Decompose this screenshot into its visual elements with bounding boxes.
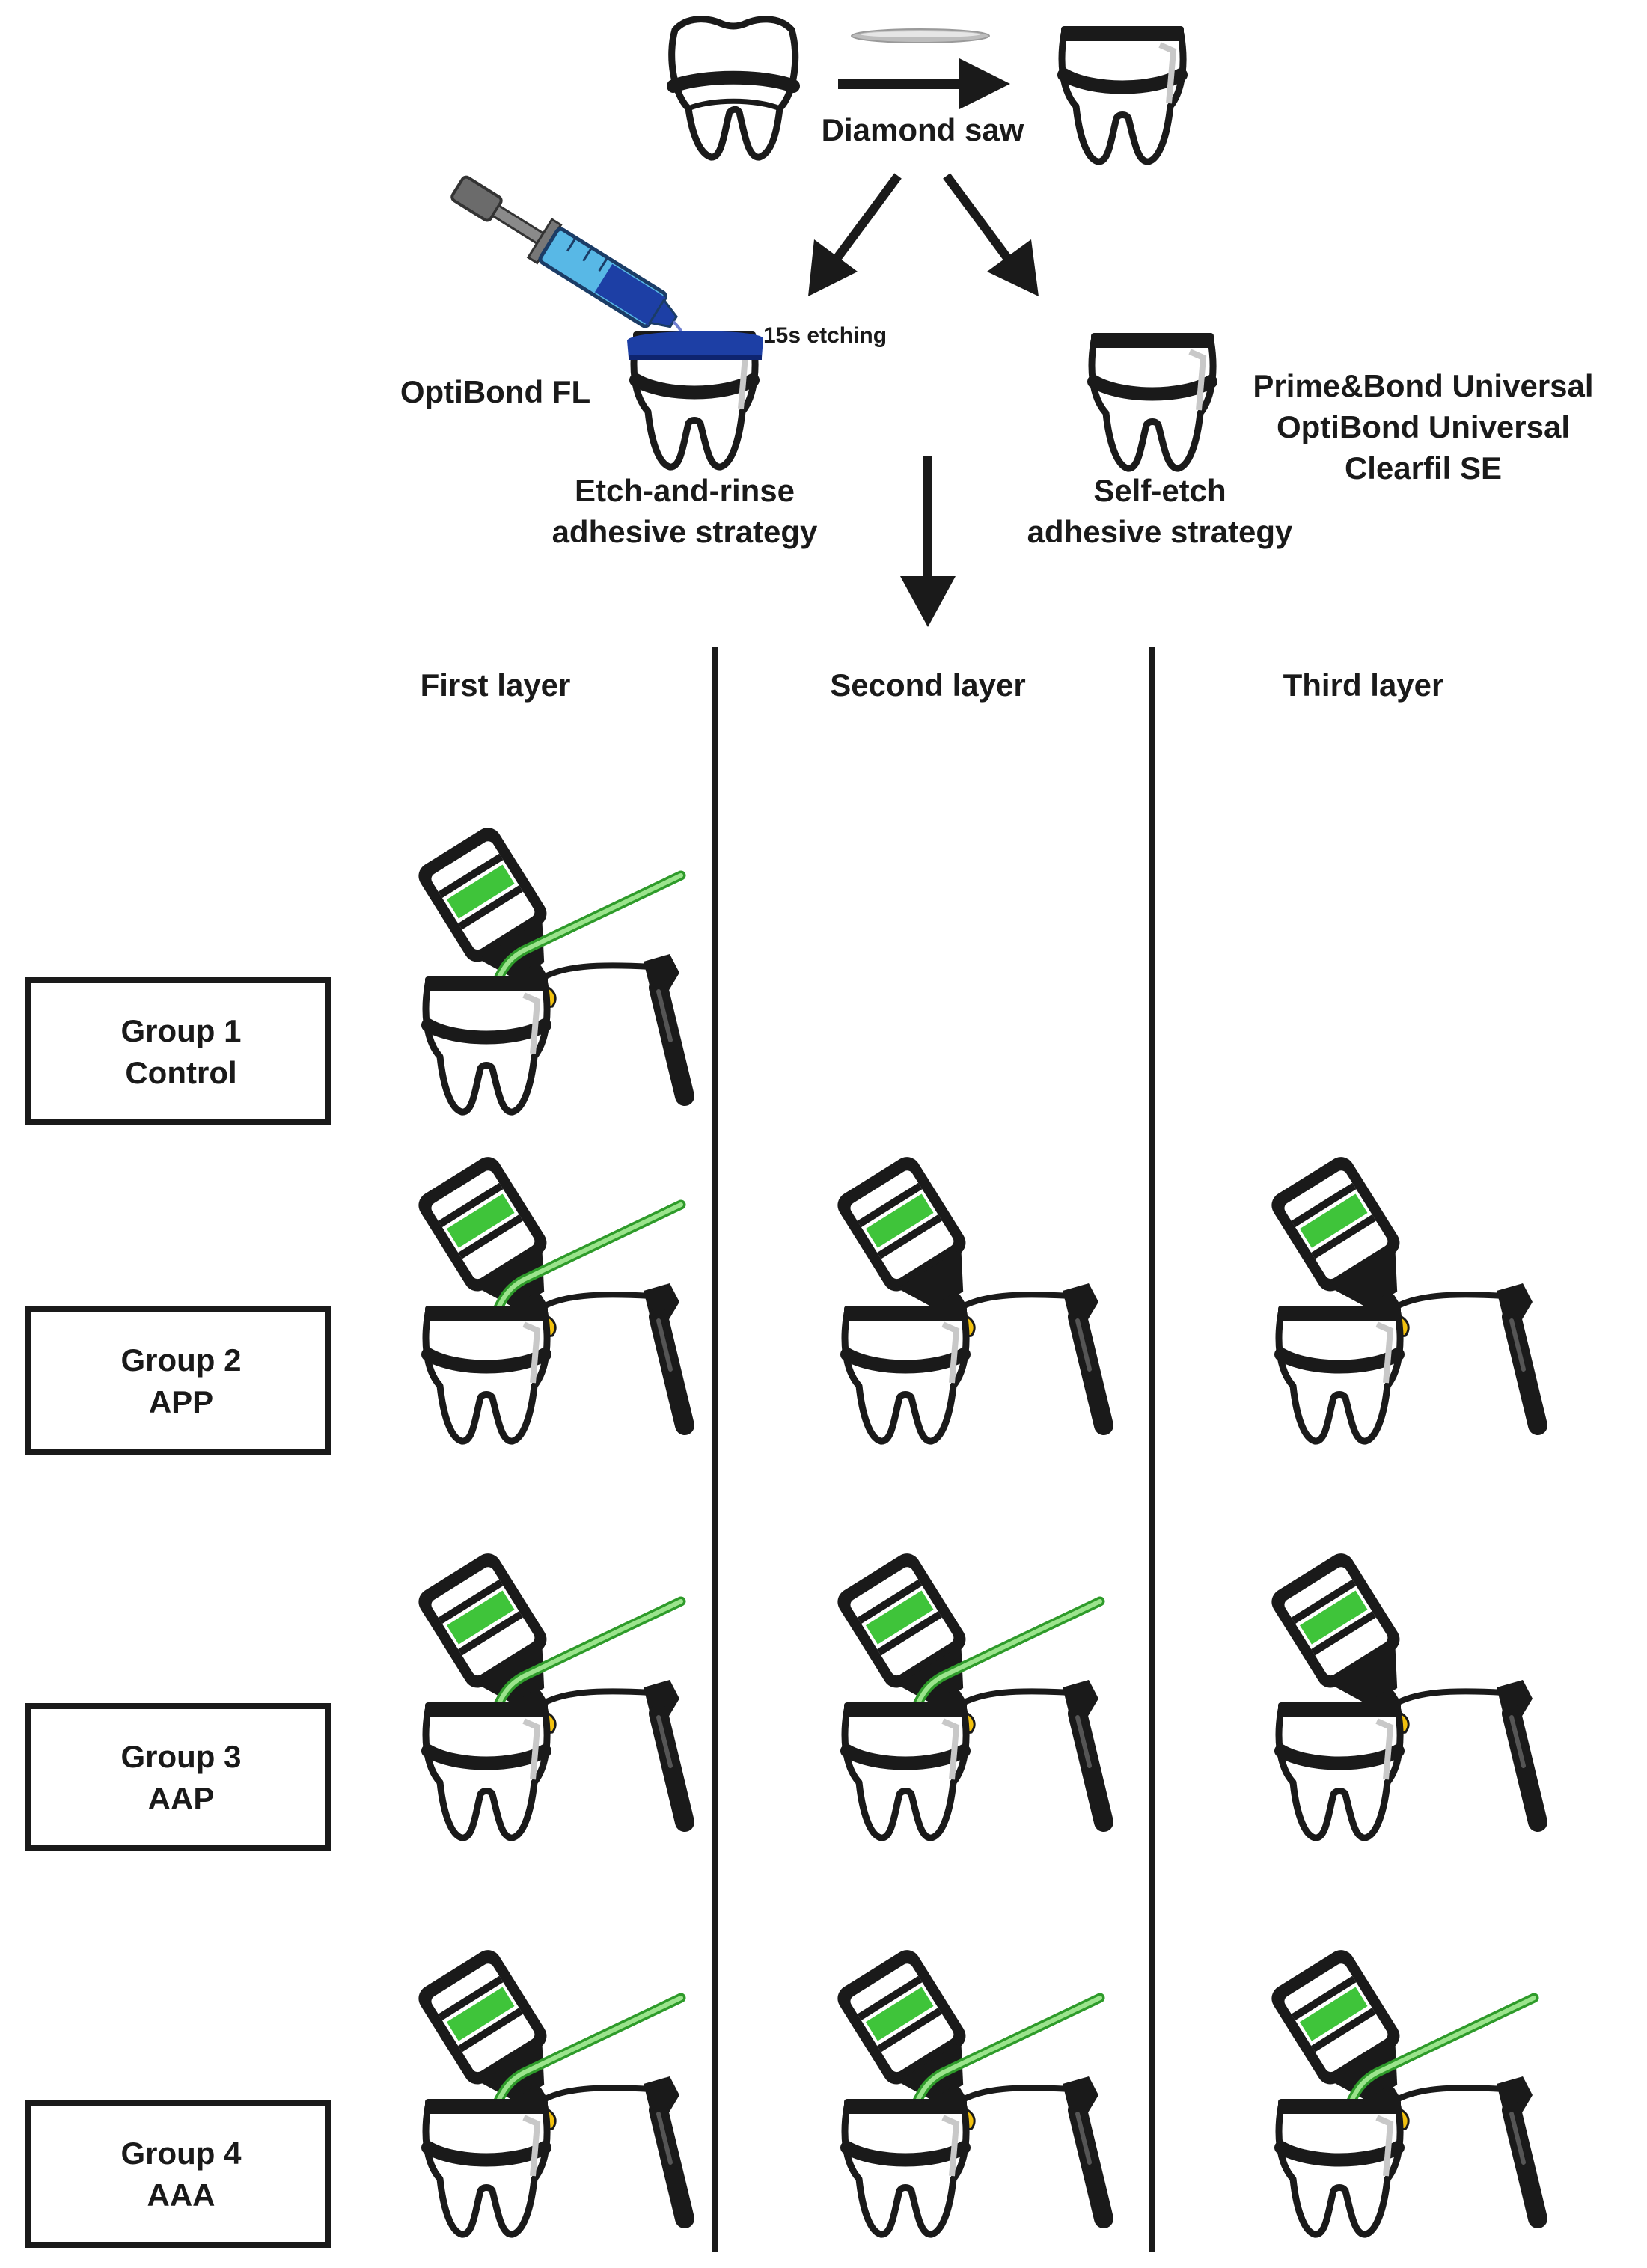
cut-tooth-icon	[1061, 26, 1184, 162]
group-label-line1: Group 4	[120, 2136, 242, 2171]
etching-time-label: 15s etching	[763, 323, 887, 348]
self-etch-adhesive-1: Prime&Bond Universal	[1253, 368, 1593, 403]
group-row: Group 3 AAP	[25, 1547, 1538, 1851]
self-etch-tooth-icon	[1091, 333, 1214, 468]
group-label-line2: APP	[149, 1384, 213, 1419]
layer-application-cell	[1265, 1150, 1538, 1441]
tooth-icon	[1278, 2099, 1401, 2234]
tooth-icon	[844, 1702, 967, 1838]
layer-application-cell	[1265, 1547, 1538, 1838]
curing-light-icon	[958, 1283, 1104, 1425]
self-etch-adhesive-3: Clearfil SE	[1345, 450, 1502, 486]
layer-application-cell	[831, 1150, 1104, 1441]
tooth-icon	[425, 1702, 548, 1838]
tooth-icon	[844, 2099, 967, 2234]
arrow-to-groups	[900, 456, 956, 627]
tooth-icon	[1278, 1306, 1401, 1441]
curing-light-icon	[539, 2076, 685, 2219]
arrow-to-etch-and-rinse	[808, 173, 902, 296]
group-label-line1: Group 1	[120, 1013, 241, 1048]
diamond-disc-icon	[851, 28, 990, 43]
group-label-box: Group 1 Control	[25, 977, 331, 1125]
syringe-icon	[450, 175, 687, 367]
tooth-icon	[425, 2099, 548, 2234]
column-header-first-layer: First layer	[421, 667, 571, 703]
curing-light-icon	[539, 1283, 685, 1425]
group-row: Group 2 APP	[25, 1150, 1538, 1455]
group-label-line1: Group 2	[120, 1342, 241, 1378]
curing-light-icon	[958, 1680, 1104, 1822]
self-etch-adhesive-2: OptiBond Universal	[1277, 409, 1570, 444]
tooth-icon	[425, 976, 548, 1112]
layer-application-cell	[412, 1943, 685, 2234]
layer-application-cell	[412, 1547, 685, 1838]
tooth-icon	[844, 1306, 967, 1441]
etch-rinse-adhesive-label: OptiBond FL	[400, 374, 590, 409]
self-etch-strategy-line2: adhesive strategy	[1027, 514, 1293, 549]
curing-light-icon	[1392, 2076, 1538, 2219]
group-label-line1: Group 3	[120, 1739, 241, 1774]
curing-light-icon	[539, 954, 685, 1096]
curing-light-icon	[958, 2076, 1104, 2219]
etch-rinse-strategy-line2: adhesive strategy	[552, 514, 818, 549]
etch-rinse-strategy-line1: Etch-and-rinse	[575, 473, 795, 508]
diamond-saw-label: Diamond saw	[822, 112, 1024, 147]
layer-application-cell	[831, 1943, 1104, 2234]
column-header-second-layer: Second layer	[830, 667, 1025, 703]
layer-application-cell	[1265, 1943, 1538, 2234]
saw-arrow	[838, 58, 1010, 109]
layer-application-cell	[412, 821, 685, 1112]
curing-light-icon	[1392, 1680, 1538, 1822]
self-etch-strategy-line1: Self-etch	[1093, 473, 1226, 508]
intact-tooth-icon	[672, 19, 795, 157]
layer-application-cell	[831, 1547, 1104, 1838]
arrow-to-self-etch	[943, 173, 1039, 296]
tooth-icon	[1278, 1702, 1401, 1838]
group-label-line2: Control	[125, 1055, 236, 1090]
tooth-icon	[425, 1306, 548, 1441]
group-label-line2: AAA	[147, 2177, 216, 2213]
group-row: Group 1 Control	[25, 821, 685, 1125]
group-label-line2: AAP	[148, 1781, 215, 1816]
layer-application-cell	[412, 1150, 685, 1441]
group-label-box: Group 4 AAA	[25, 2100, 331, 2248]
group-label-box: Group 3 AAP	[25, 1703, 331, 1851]
group-label-box: Group 2 APP	[25, 1306, 331, 1455]
curing-light-icon	[539, 1680, 685, 1822]
curing-light-icon	[1392, 1283, 1538, 1425]
etched-tooth-icon	[627, 331, 763, 468]
group-row: Group 4 AAA	[25, 1943, 1538, 2248]
column-header-third-layer: Third layer	[1283, 667, 1444, 703]
